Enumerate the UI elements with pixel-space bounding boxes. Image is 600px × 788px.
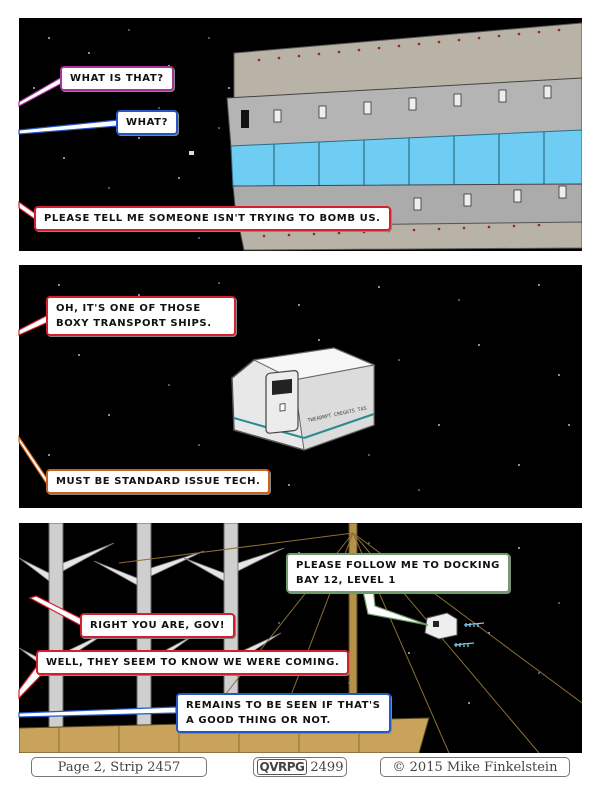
site-logo[interactable]: QVRPG 2499 [253,757,347,777]
bubble-text: OH, IT'S ONE OF THOSE BOXY TRANSPORT SHI… [56,303,212,329]
logo-mark: QVRPG [256,759,308,775]
bubble-text-line-2: BAY 12, LEVEL 1 [296,575,396,586]
speech-bubble-what-is-that: WHAT IS THAT? [60,66,174,91]
bubble-text: WHAT? [126,117,168,128]
bubble-text: MUST BE STANDARD ISSUE TECH. [56,476,261,487]
bubble-text-line-1: PLEASE FOLLOW ME TO DOCKING [296,560,500,571]
speech-bubble-right-you-are: RIGHT YOU ARE, GOV! [80,613,235,638]
page-strip-text: Page 2, Strip 2457 [57,759,181,775]
logo-number: 2499 [310,759,344,775]
bubble-text: PLEASE TELL ME SOMEONE ISN'T TRYING TO B… [44,213,381,224]
speech-bubble-bomb: PLEASE TELL ME SOMEONE ISN'T TRYING TO B… [34,206,391,231]
speech-bubble-docking-bay: PLEASE FOLLOW ME TO DOCKING BAY 12, LEVE… [286,553,510,593]
speech-bubble-well: WELL, THEY SEEM TO KNOW WE WERE COMING. [36,650,350,675]
speech-bubble-boxy-transport: OH, IT'S ONE OF THOSE BOXY TRANSPORT SHI… [46,296,236,336]
bubble-text-line-1: REMAINS TO BE SEEN IF THAT'S [186,700,381,711]
bubble-text: RIGHT YOU ARE, GOV! [90,620,225,631]
speech-bubble-standard-issue: MUST BE STANDARD ISSUE TECH. [46,469,271,494]
copyright-label: © 2015 Mike Finkelstein [380,757,570,777]
speech-bubble-remains-to-be-seen: REMAINS TO BE SEEN IF THAT'S A GOOD THIN… [176,693,391,733]
copyright-text: © 2015 Mike Finkelstein [392,759,558,775]
bubble-text: WHAT IS THAT? [70,73,164,84]
speech-bubble-what: WHAT? [116,110,178,135]
page-strip-label: Page 2, Strip 2457 [31,757,207,777]
bubble-text: WELL, THEY SEEM TO KNOW WE WERE COMING. [46,657,340,668]
bubble-text-line-2: A GOOD THING OR NOT. [186,715,331,726]
station-structure [19,523,582,753]
transport-ship: TWEADRPT CREGATS TAS [231,347,376,451]
